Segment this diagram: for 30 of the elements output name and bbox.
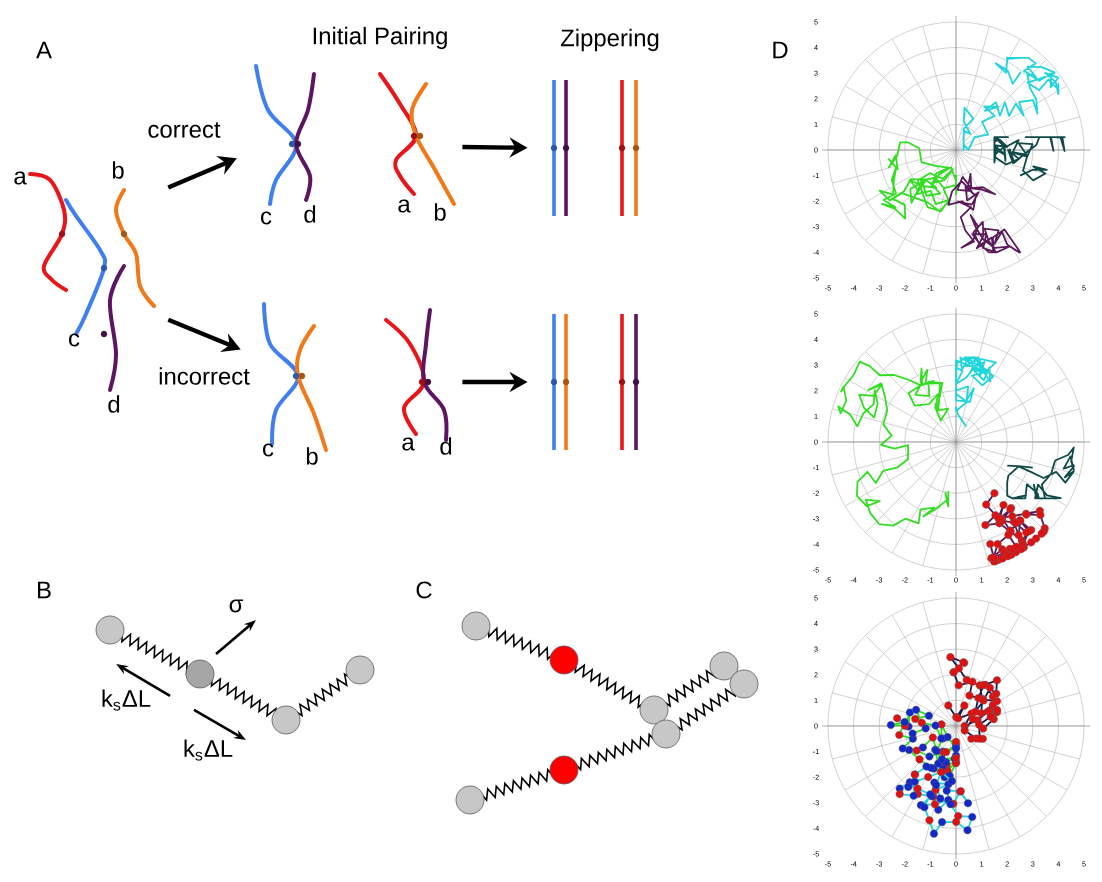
edge-label: correct [148, 122, 221, 138]
strand-pair-drawing: a b [378, 72, 456, 221]
node-label: d [440, 437, 452, 455]
strand-pair-drawing: c b [262, 302, 328, 465]
node-label: a [398, 199, 411, 213]
zipper-drawing [550, 314, 640, 450]
node-label: a [402, 437, 415, 451]
strand-pair-drawing: c d [254, 64, 316, 225]
panel-label: A [36, 41, 52, 59]
node-label: a [14, 171, 27, 185]
heading: Initial Pairing [313, 26, 447, 50]
force-label: k$_{s}$ΔL [184, 739, 233, 761]
node-label: b [434, 203, 446, 221]
node-label: c [69, 333, 80, 347]
node-label: d [304, 205, 316, 223]
panel-label: D [773, 41, 788, 59]
panel-label: C [416, 581, 432, 599]
node-label: c [263, 443, 274, 457]
panel-label: B [38, 581, 51, 599]
force-label: σ [229, 599, 244, 613]
strand-pair-drawing: a d [384, 308, 452, 455]
strand-pair-drawing: a b c d [14, 161, 156, 413]
edge-label: incorrect [159, 367, 250, 385]
node-label: d [108, 395, 120, 413]
node-label: b [306, 447, 318, 465]
node-label: c [261, 211, 272, 225]
node-label: b [112, 161, 124, 179]
heading: Zippering [560, 28, 659, 52]
zipper-drawing [550, 80, 640, 216]
force-label: k$_{s}$ΔL [102, 689, 151, 711]
